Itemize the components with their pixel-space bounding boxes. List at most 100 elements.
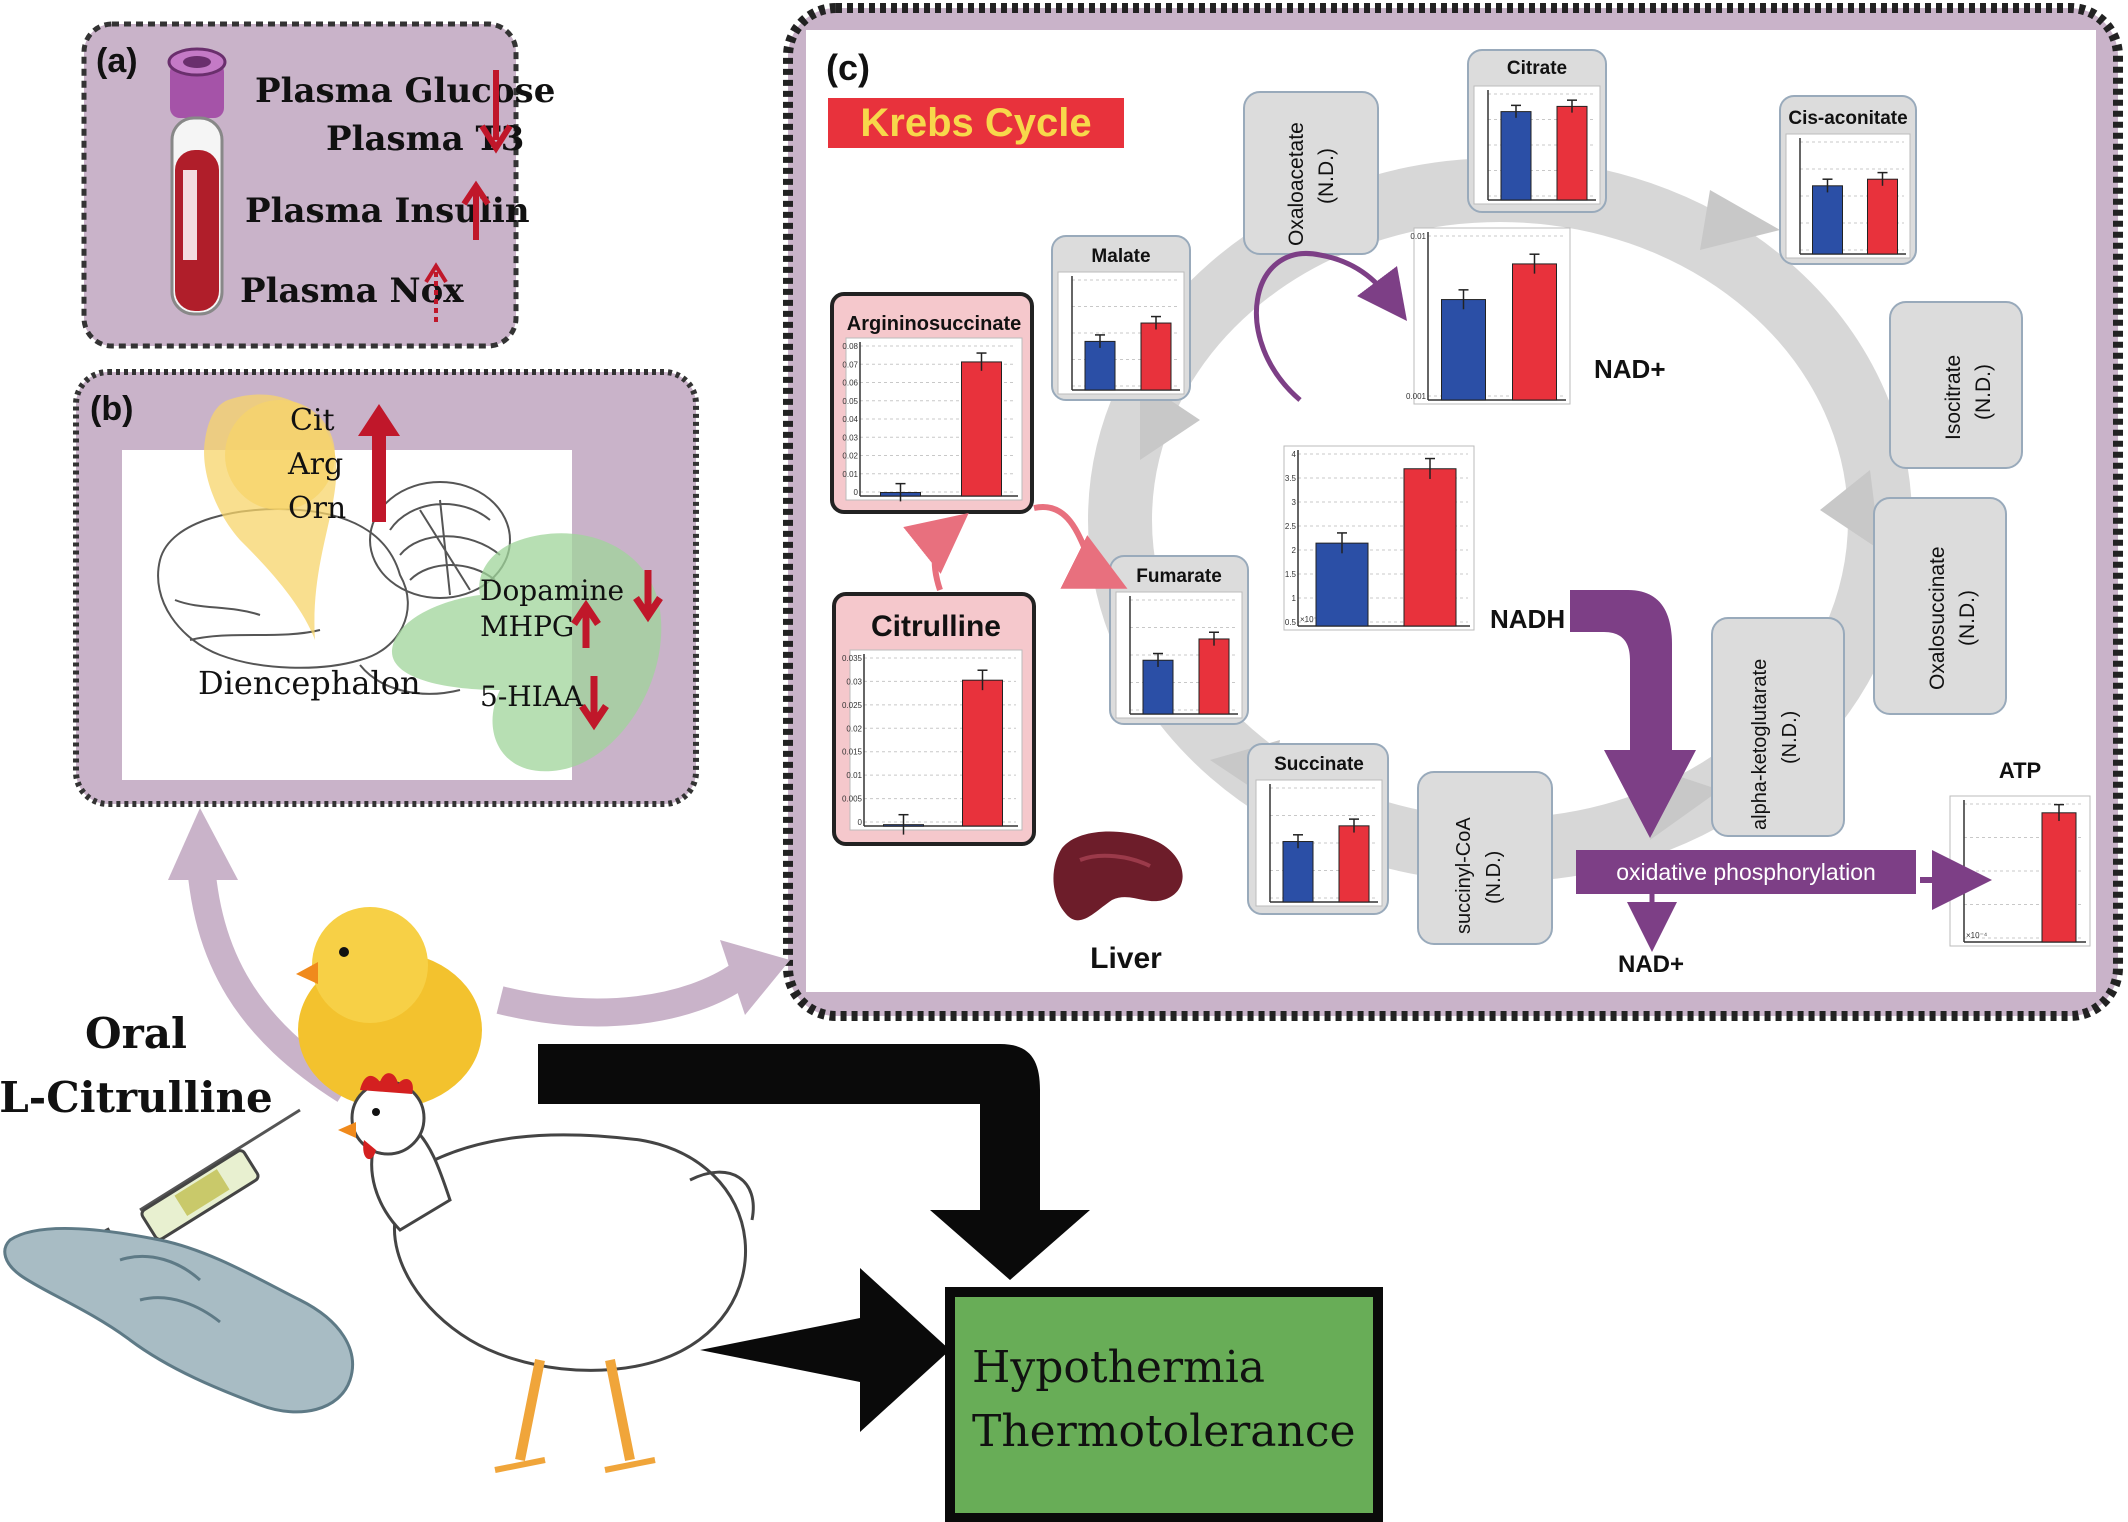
5-hiaa-down-arrow-icon	[579, 676, 609, 731]
outcome-box	[945, 1287, 1383, 1522]
argininosuccinate-y-tick-label: 0.06	[842, 379, 858, 388]
nad-plus-out-label: NAD+	[1618, 951, 1684, 978]
nadh-to-nad-curved-arrow-icon	[1254, 251, 1408, 402]
citrate-title: Citrate	[1507, 58, 1567, 79]
oxalosuccinate-note: (N.D.)	[1956, 590, 1979, 646]
cit-text: Cit	[290, 403, 335, 438]
nadh-y-tick-label: 1.5	[1285, 570, 1297, 579]
nadh-y-unit: ×10⁻⁴	[1300, 615, 1322, 624]
fumarate-title: Fumarate	[1136, 566, 1222, 587]
malate-bar-control	[1084, 340, 1116, 391]
citrulline-y-tick-label: 0.035	[842, 654, 863, 663]
isocitrate-note: (N.D.)	[1972, 364, 1995, 420]
isocitrate-name: Isocitrate	[1942, 355, 1965, 440]
argininosuccinate-to-fumarate-arrow-icon	[1033, 503, 1128, 589]
cis-aconitate-bar-citrulline	[1867, 178, 1898, 255]
fumarate-bar-control	[1142, 659, 1174, 715]
citrulline-y-tick-label: 0.025	[842, 701, 863, 710]
nadh-to-oxphos-arrow-icon	[1570, 590, 1696, 838]
dopamine-down-arrow-icon	[633, 570, 663, 623]
panel-c-label: (c)	[826, 47, 870, 88]
citrate-bar-citrulline	[1556, 105, 1588, 201]
panel-a: (a) Plasma Glucose Plasma T3 Plasma Insu…	[81, 21, 555, 349]
argininosuccinate-y-tick-label: 0	[854, 488, 859, 497]
cis-aconitate-title: Cis-aconitate	[1788, 108, 1907, 129]
argininosuccinate-y-tick-label: 0.04	[842, 415, 858, 424]
argininosuccinate-y-tick-label: 0.02	[842, 452, 858, 461]
citrulline-y-tick-label: 0.01	[846, 771, 862, 780]
oxaloacetate-box: Oxaloacetate (N.D.)	[1243, 91, 1379, 255]
succinyl-coa-note: (N.D.)	[1483, 851, 1505, 904]
to-panel-c-arrow-icon	[496, 963, 749, 1027]
citrulline-y-tick-label: 0.015	[842, 748, 863, 757]
citrulline-y-tick-label: 0.02	[846, 724, 862, 733]
succinate-bar-citrulline	[1338, 825, 1370, 903]
panel-b-label: (b)	[90, 390, 133, 428]
argininosuccinate-y-tick-label: 0.01	[842, 470, 858, 479]
oxaloacetate-note: (N.D.)	[1315, 148, 1338, 204]
citrulline-to-argininosuccinate-arrow-icon	[903, 512, 969, 591]
nadh-y-tick-label: 3	[1292, 498, 1297, 507]
nad-bar-control	[1441, 299, 1486, 401]
oxalosuccinate-box: Oxalosuccinate (N.D.)	[1873, 497, 2007, 715]
hen-icon	[338, 1073, 755, 1473]
nad-bar-citrulline	[1512, 263, 1557, 401]
nadh-y-tick-label: 2	[1292, 546, 1297, 555]
panel-a-label: (a)	[96, 42, 138, 80]
argininosuccinate-y-tick-label: 0.03	[842, 433, 858, 442]
atp-bar-citrulline	[2041, 812, 2077, 943]
outcome-line2: Thermotolerance	[972, 1406, 1356, 1457]
argininosuccinate-bar-citrulline	[961, 361, 1002, 497]
citrulline-title: Citrulline	[871, 610, 1001, 643]
citrate-bar-control	[1500, 111, 1532, 201]
hen-to-outcome-arrow-icon	[700, 1268, 950, 1432]
citrulline-y-tick-label: 0.005	[842, 795, 863, 804]
argininosuccinate-y-tick-label: 0.07	[842, 360, 858, 369]
nadh-bar-control	[1315, 542, 1369, 627]
citrulline-bar-citrulline	[962, 679, 1003, 827]
liver-icon	[1053, 831, 1183, 921]
blood-tube-icon	[167, 47, 227, 316]
bottom-section: Oral L-Citrulline Hypothermia Thermotole…	[0, 808, 1383, 1522]
oxaloacetate-name: Oxaloacetate	[1285, 122, 1308, 246]
nadh-label: NADH	[1490, 604, 1565, 634]
nad-y-tick-label: 0.001	[1406, 392, 1427, 401]
arg-text: Arg	[287, 447, 343, 482]
oxalosuccinate-name: Oxalosuccinate	[1926, 546, 1949, 690]
isocitrate-box: Isocitrate (N.D.)	[1889, 301, 2023, 469]
5-hiaa-text: 5-HIAA	[480, 680, 584, 713]
dopamine-text: Dopamine	[480, 574, 624, 607]
plasma-glucose-text: Plasma Glucose	[255, 71, 555, 111]
nadh-y-tick-label: 4	[1292, 450, 1297, 459]
malate-title: Malate	[1091, 246, 1150, 267]
oxphos-box	[1576, 850, 1916, 894]
alpha-ketoglutarate-note: (N.D.)	[1779, 711, 1801, 764]
krebs-title-box	[828, 98, 1124, 148]
chick-to-outcome-arrow-icon	[538, 1044, 1090, 1280]
succinate-title: Succinate	[1274, 754, 1364, 775]
succinate-bar-control	[1282, 841, 1314, 903]
oral-line1: Oral	[85, 1009, 187, 1058]
oxphos-label: oxidative phosphorylation	[1616, 859, 1876, 885]
alpha-ketoglutarate-name: alpha-ketoglutarate	[1749, 659, 1771, 830]
panel-c: (c) Krebs Cycle Oxaloacetate (N.D.) Isoc…	[783, 3, 2123, 1021]
diencephalon-label: Diencephalon	[198, 664, 421, 702]
chick-icon	[296, 907, 482, 1108]
argininosuccinate-y-tick-label: 0.08	[842, 342, 858, 351]
alpha-ketoglutarate-box: alpha-ketoglutarate (N.D.)	[1711, 617, 1845, 837]
mhpg-up-arrow-icon	[571, 599, 601, 648]
nad-y-tick-label: 0.01	[1410, 232, 1426, 241]
amino-acids-up-arrow-icon	[358, 404, 400, 522]
nadh-y-tick-label: 2.5	[1285, 522, 1297, 531]
citrulline-y-tick-label: 0	[858, 818, 863, 827]
fumarate-bar-citrulline	[1198, 638, 1230, 715]
insulin-up-arrow-icon	[461, 180, 491, 240]
glucose-t3-down-arrow-icon	[479, 70, 513, 154]
cis-aconitate-bar-control	[1812, 185, 1843, 255]
orn-text: Orn	[288, 491, 346, 526]
succinyl-coa-box: succinyl-CoA (N.D.)	[1417, 771, 1553, 945]
glove-icon	[3, 1227, 355, 1414]
